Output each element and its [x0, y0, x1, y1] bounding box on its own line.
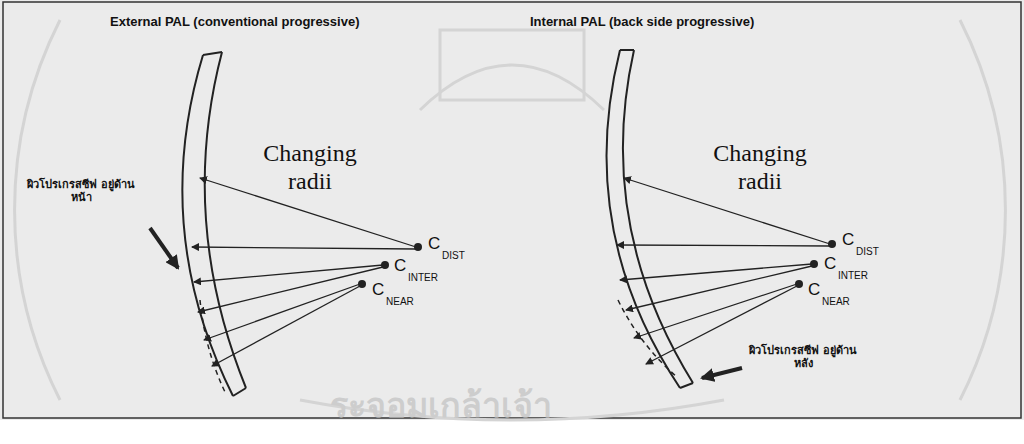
radii-label: Changing radii: [250, 140, 370, 195]
center-subscript: NEAR: [386, 296, 414, 307]
center-subscript: INTER: [838, 270, 868, 281]
panel-ground: [0, 0, 1024, 420]
center-letter: C: [842, 230, 854, 250]
surface-note: ผิวโปรเกรสซีฟ อยู่ด้านหลัง: [748, 344, 858, 369]
panel-title: Internal PAL (back side progressive): [530, 14, 754, 29]
center-subscript: NEAR: [822, 296, 850, 307]
external-pal-lens: [150, 52, 422, 396]
center-subscript: DIST: [442, 250, 465, 261]
panel-title: External PAL (conventional progressive): [110, 14, 359, 29]
radii-label: Changing radii: [700, 140, 820, 195]
watermark-text: ระจอมเกล้าเจ้า: [330, 378, 552, 432]
center-letter: C: [372, 280, 384, 300]
watermark-seal: [15, 20, 1006, 420]
center-letter: C: [824, 254, 836, 274]
surface-note: ผิวโปรเกรสซีฟ อยู่ด้านหน้า: [26, 178, 136, 203]
center-letter: C: [808, 280, 820, 300]
internal-pal-lens: [607, 50, 837, 388]
panel-border: [3, 2, 1021, 418]
center-subscript: INTER: [408, 272, 438, 283]
center-letter: C: [428, 234, 440, 254]
center-letter: C: [394, 256, 406, 276]
center-subscript: DIST: [856, 246, 879, 257]
